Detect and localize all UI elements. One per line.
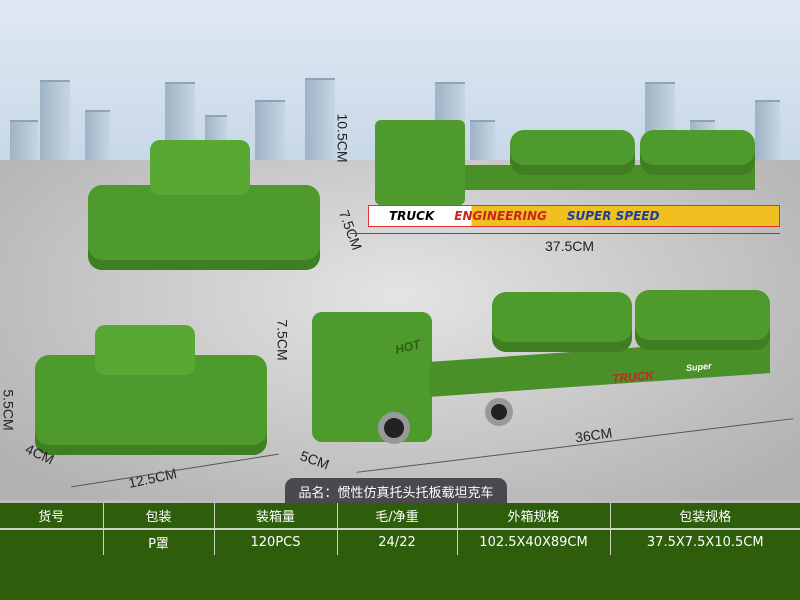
header-carton-size: 外箱规格	[456, 503, 610, 530]
header-package-size: 包装规格	[609, 503, 800, 530]
cell-carton-size: 102.5X40X89CM	[456, 529, 610, 555]
package-engineering-text: ENGINEERING	[454, 209, 547, 223]
cell-weight: 24/22	[336, 529, 457, 555]
dim-package-height: 10.5CM	[334, 113, 351, 163]
header-item-no: 货号	[0, 503, 103, 530]
package-logo-truck: TRUCK	[389, 209, 435, 223]
table-header-row: 货号 包装 装箱量 毛/净重 外箱规格 包装规格	[0, 503, 800, 530]
product-name: 品名：惯性仿真托头托板载坦克车	[298, 485, 494, 501]
package-super-speed-text: SUPER SPEED	[566, 209, 660, 223]
cell-packaging: P罩	[102, 529, 214, 555]
package-card: TRUCK ENGINEERING SUPER SPEED	[368, 205, 780, 227]
dim-tank-height: 5.5CM	[0, 389, 17, 431]
cell-item-no	[0, 529, 103, 555]
product-name-tab: 品名：惯性仿真托头托板载坦克车	[285, 478, 507, 504]
cell-package-size: 37.5X7.5X10.5CM	[609, 529, 800, 555]
dim-truck-height: 7.5CM	[274, 319, 291, 361]
spec-table: 货号 包装 装箱量 毛/净重 外箱规格 包装规格 P罩 120PCS 24/22…	[0, 503, 800, 600]
cell-carton-qty: 120PCS	[213, 529, 337, 555]
table-row: P罩 120PCS 24/22 102.5X40X89CM 37.5X7.5X1…	[0, 529, 800, 555]
header-weight: 毛/净重	[336, 503, 457, 530]
dim-package-width: 37.5CM	[545, 238, 595, 254]
header-carton-qty: 装箱量	[213, 503, 337, 530]
header-packaging: 包装	[102, 503, 214, 530]
